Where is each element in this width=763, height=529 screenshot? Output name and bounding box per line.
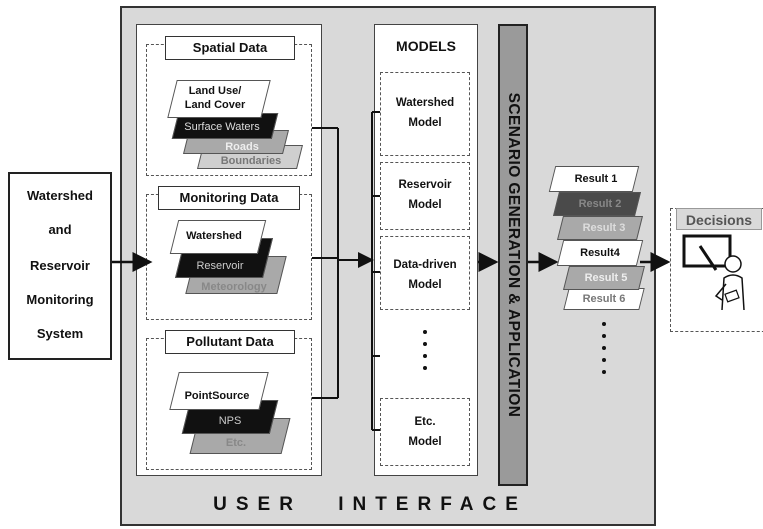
result-label-5: Result 5 <box>584 272 628 284</box>
layer-label-nps: NPS <box>218 415 242 427</box>
monitoring-system-line-4: Monitoring <box>26 292 94 307</box>
models-title: MODELS <box>396 38 456 54</box>
result-label-6: Result 6 <box>582 293 626 305</box>
result-label-1: Result 1 <box>574 173 618 185</box>
model-box-data-driven <box>380 236 470 310</box>
layer-label-watershed: Watershed <box>186 230 242 242</box>
model-watershed-line-1: Watershed <box>395 97 455 109</box>
scenario-bar <box>498 24 528 486</box>
model-reservoir-line-2: Model <box>408 199 442 211</box>
layer-label-surface-waters: Surface Waters <box>184 121 260 133</box>
monitoring-system-line-3: Reservoir <box>30 258 90 273</box>
model-watershed-line-2: Model <box>408 117 442 129</box>
monitoring-data-title: Monitoring Data <box>158 186 300 210</box>
layer-label-roads: Roads <box>225 141 259 153</box>
layer-label-meteorology: Meteorology <box>201 281 267 293</box>
model-reservoir-line-1: Reservoir <box>398 179 452 191</box>
result-label-3: Result 3 <box>582 222 626 234</box>
model-etc-line-1: Etc. <box>414 416 436 428</box>
layer-label-boundaries: Boundaries <box>220 155 282 167</box>
result-label-4: Result4 <box>580 247 620 259</box>
model-box-reservoir <box>380 162 470 230</box>
monitoring-system-line-5: System <box>36 326 84 341</box>
spatial-data-title: Spatial Data <box>165 36 295 60</box>
monitoring-system-box: Watershed and Reservoir Monitoring Syste… <box>8 172 112 360</box>
model-data-driven-line-2: Model <box>408 279 442 291</box>
model-box-watershed <box>380 72 470 156</box>
monitoring-system-line-2: and <box>48 222 72 237</box>
model-box-etc <box>380 398 470 466</box>
scenario-label: SCENARIO GENERATION & APPLICATION <box>505 92 522 418</box>
monitoring-system-line-1: Watershed <box>27 188 93 203</box>
result-label-2: Result 2 <box>578 198 622 210</box>
layer-label-land-cover: Land Cover <box>184 99 246 111</box>
layer-label-etc: Etc. <box>225 437 247 449</box>
layer-label-land-use: Land Use/ <box>188 85 242 97</box>
user-interface-label: USER INTERFACE <box>213 494 527 515</box>
layer-label-point-source: PointSource <box>184 390 250 402</box>
model-data-driven-line-1: Data-driven <box>393 259 457 271</box>
decisions-label: Decisions <box>676 208 762 230</box>
model-etc-line-2: Model <box>408 436 442 448</box>
pollutant-data-title: Pollutant Data <box>165 330 295 354</box>
layer-label-reservoir: Reservoir <box>196 260 244 272</box>
